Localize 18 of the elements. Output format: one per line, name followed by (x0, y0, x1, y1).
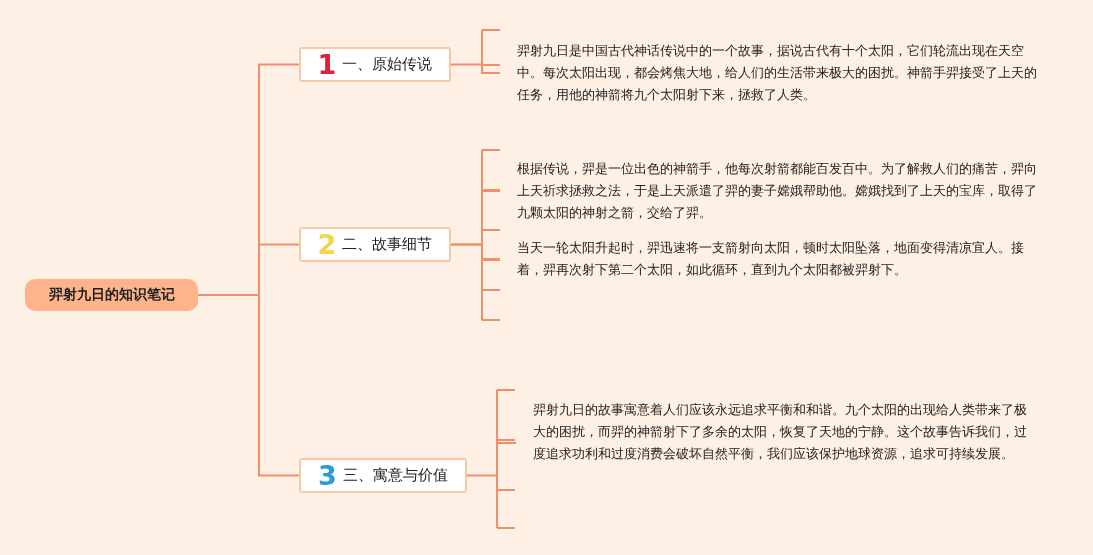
section-number: 2 (317, 231, 337, 258)
connector-line (450, 63, 501, 74)
note-paragraph: 当天一轮太阳升起时，羿迅速将一支箭射向太阳，顿时太阳坠落，地面变得清凉宜人。接着，羿再次射下第二个太阳，如此循环，直到九个太阳都被羿射下。 (500, 237, 1045, 281)
note-paragraph: 羿射九日的故事寓意着人们应该永远追求平衡和和谐。九个太阳的出现给人类带来了极大的困扰，而羿的神箭射下了多余的太阳，恢复了天地的宁静。这个故事告诉我们，过度追求功利和过度消费会破坏自然平衡，我们应该保护地球资源，追求可持续发展。 (516, 399, 1036, 487)
connector-line (466, 442, 517, 477)
topic-title: 三、寓意与价值 (342, 466, 448, 485)
topic-box (299, 458, 467, 493)
topic-box (299, 47, 451, 82)
connector-line (450, 243, 501, 260)
note-paragraph: 羿射九日是中国古代神话传说中的一个故事，据说古代有十个太阳，它们轮流出现在天空中。每次太阳出现，都会烤焦大地，给人们的生活带来极大的困扰。神箭手羿接受了上天的任务，用他的神箭将九个太阳射下来，拯救了人类。 (500, 40, 1045, 106)
section-number: 1 (317, 51, 337, 78)
section-number: 3 (318, 462, 337, 489)
topic-box (299, 227, 451, 262)
topic-title: 二、故事细节 (342, 235, 433, 254)
topic-title: 一、原始传说 (342, 55, 433, 74)
note-paragraph: 根据传说，羿是一位出色的神箭手，他每次射箭都能百发百中。为了解救人们的痛苦，羿向上天祈求拯救之法，于是上天派遣了羿的妻子嫦娥帮助他。嫦娥找到了上天的宝库，取得了九颗太阳的神射之箭，交给了羿。 (500, 158, 1045, 224)
root-topic: 羿射九日的知识笔记 (25, 279, 198, 311)
connector-line (197, 294, 300, 477)
